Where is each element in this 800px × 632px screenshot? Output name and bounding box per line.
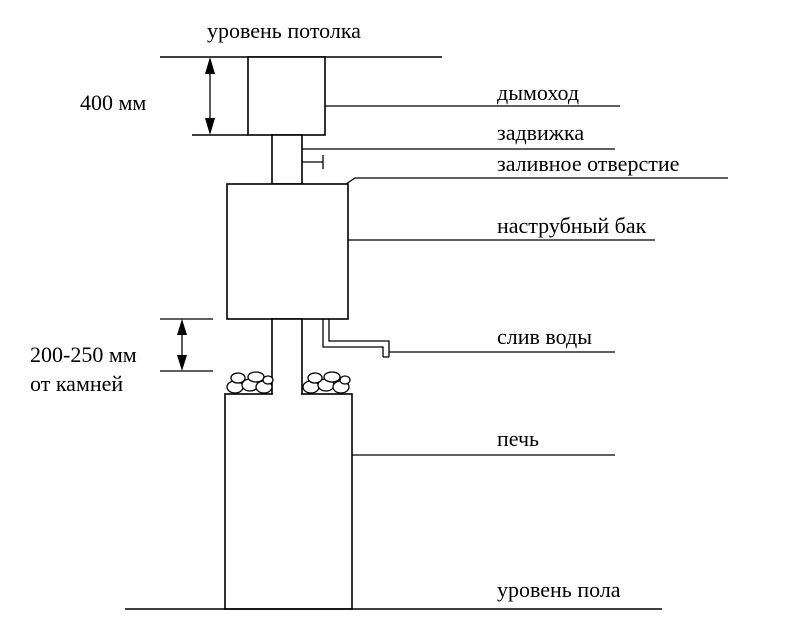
drain-label: слив воды: [497, 324, 592, 349]
stove-label: печь: [497, 426, 539, 451]
fill-hole-leader-line: [345, 177, 728, 185]
drain-pipe: [322, 319, 390, 358]
chimney-label: дымоход: [497, 80, 579, 105]
fill-hole-label: заливное отверстие: [497, 151, 679, 176]
tank-label: наструбный бак: [497, 213, 647, 238]
stone-gap-label-line1: 200-250 мм: [30, 342, 137, 367]
lower-pipe-cap: [273, 392, 301, 396]
ceiling-gap-dimension-arrow: [205, 57, 215, 135]
stones-right: [302, 371, 351, 394]
stones-left: [226, 371, 274, 394]
stone-gap-dimension-arrow: [177, 319, 187, 371]
floor-level-label: уровень пола: [497, 577, 621, 602]
lower-pipe: [271, 318, 303, 396]
stone-gap-label-line2: от камней: [30, 371, 123, 396]
stove-body: [224, 393, 353, 610]
chimney-box: [247, 56, 326, 136]
ceiling-level-label: уровень потолка: [207, 18, 361, 43]
ceiling-gap-label: 400 мм: [80, 90, 146, 115]
upper-pipe: [271, 134, 303, 185]
pipe-tank: [226, 183, 349, 320]
damper-handle: [302, 155, 324, 169]
damper-label: задвижка: [497, 120, 584, 145]
